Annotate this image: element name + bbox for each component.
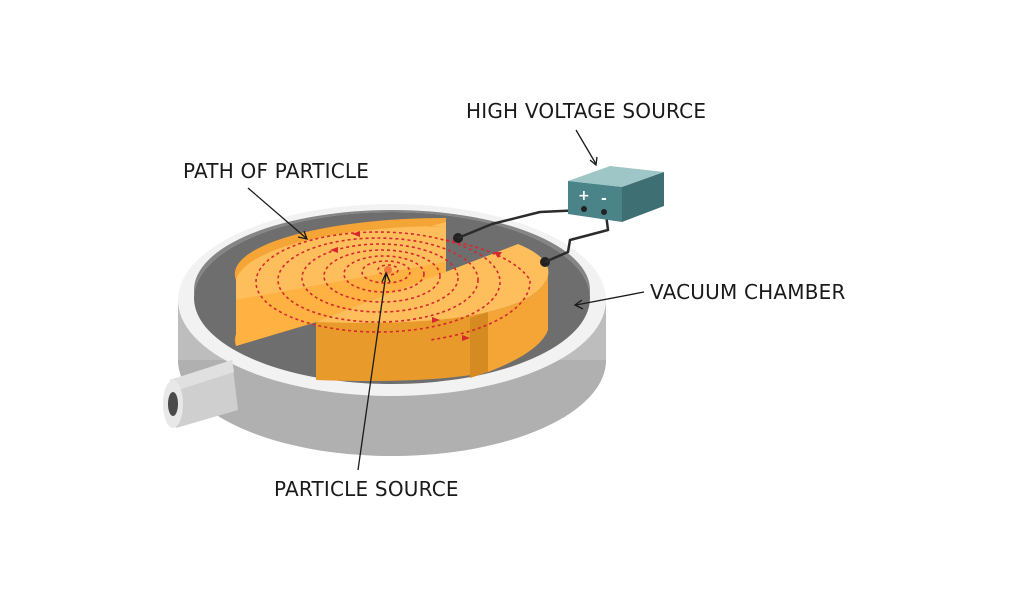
terminal-plus-label: + xyxy=(578,188,590,204)
box-top xyxy=(568,166,664,187)
dee-back-top xyxy=(236,226,446,300)
box-front xyxy=(568,181,622,222)
leader-vacuum xyxy=(575,291,645,306)
wire-positive xyxy=(457,208,584,240)
high-voltage-box xyxy=(568,166,664,222)
terminal-minus-label: - xyxy=(601,191,607,207)
particle-source-dot xyxy=(384,266,392,274)
wires xyxy=(457,208,610,264)
dee-front-top xyxy=(316,244,549,323)
leader-source xyxy=(357,273,387,471)
dee-front xyxy=(316,244,549,381)
box-terminal-positive xyxy=(581,206,587,212)
label-particle-source: PARTICLE SOURCE xyxy=(274,477,459,501)
label-vacuum-chamber: VACUUM CHAMBER xyxy=(650,280,846,304)
box-side xyxy=(622,172,664,222)
leader-path xyxy=(247,187,307,239)
box-terminal-negative xyxy=(601,209,607,215)
label-path-of-particle: PATH OF PARTICLE xyxy=(183,159,370,183)
leader-high-voltage xyxy=(575,129,597,165)
label-high-voltage-source: HIGH VOLTAGE SOURCE xyxy=(466,99,707,123)
dee-front-side xyxy=(488,276,548,372)
wire-negative xyxy=(544,213,610,264)
vacuum-pipe xyxy=(163,360,238,428)
leader-lines xyxy=(247,129,645,471)
particle-path-arrows xyxy=(330,231,502,341)
